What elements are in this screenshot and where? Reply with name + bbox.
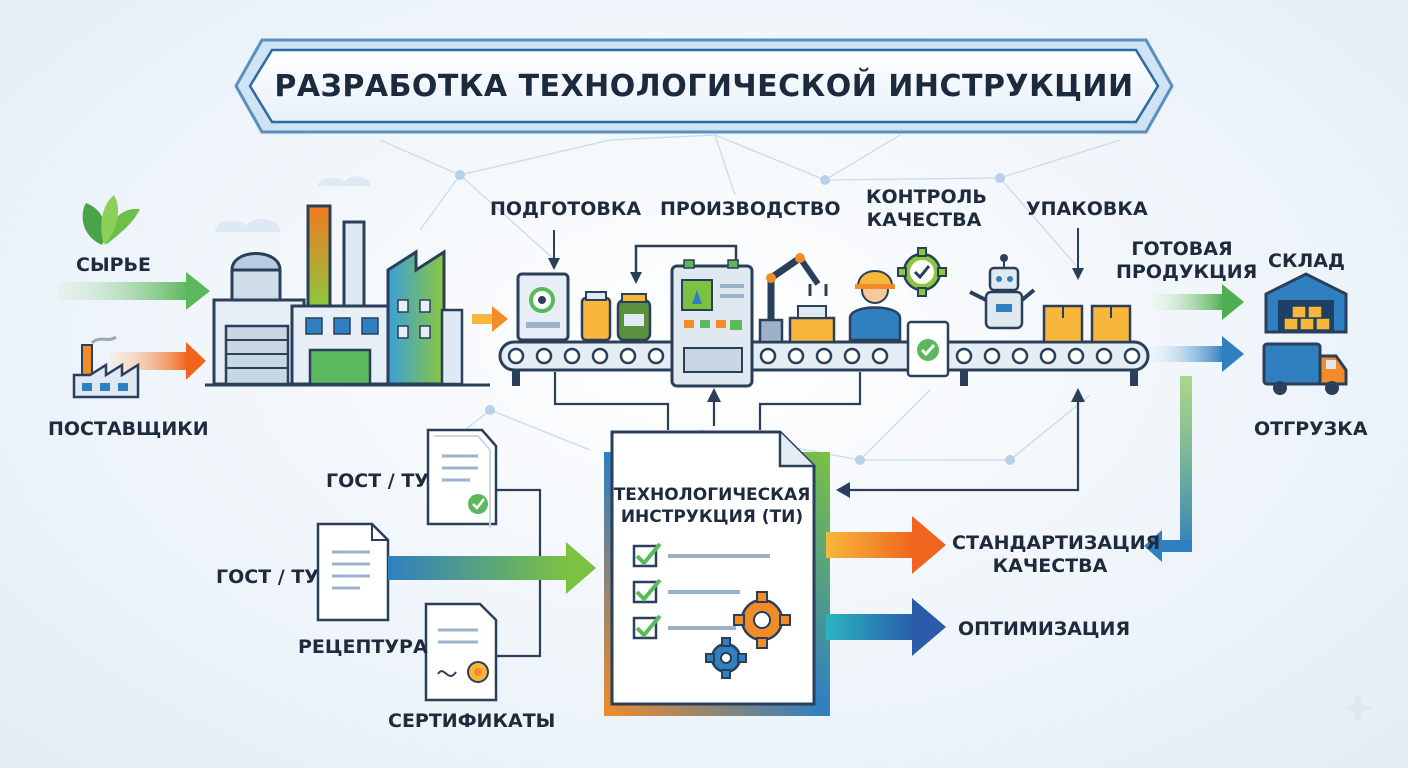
warehouse-icon — [1264, 272, 1348, 334]
certificates-label: СЕРТИФИКАТЫ — [388, 710, 556, 732]
documents-input-arrow — [388, 542, 596, 594]
supplier-factory-icon — [72, 335, 140, 399]
gost-document-1-icon — [426, 428, 498, 528]
factory-to-line-arrow — [472, 306, 508, 332]
supplier-arrow — [110, 342, 206, 380]
factory-icon — [205, 176, 490, 387]
prep-down-arrow — [548, 230, 560, 270]
stage-label-packaging: УПАКОВКА — [1026, 198, 1148, 220]
preparation-machine-icon — [516, 272, 570, 342]
quality-label-line2: КАЧЕСТВА — [866, 209, 982, 231]
raw-material-arrow — [58, 272, 210, 310]
standardization-label: СТАНДАРТИЗАЦИЯ КАЧЕСТВА — [952, 532, 1161, 578]
instruction-title: ТЕХНОЛОГИЧЕСКАЯ ИНСТРУКЦИЯ (ТИ) — [612, 484, 812, 528]
packaging-up-arrow-head — [1071, 388, 1085, 402]
shipping-label: ОТГРУЗКА — [1254, 418, 1368, 440]
instruction-checklist — [632, 542, 770, 640]
robot-arm-icon — [758, 253, 836, 344]
optimization-arrow — [826, 598, 946, 656]
doc-up-arrow-head — [707, 388, 721, 402]
gost-label-2: ГОСТ / ТУ — [216, 566, 319, 588]
title-banner-wrap: РАЗРАБОТКА ТЕХНОЛОГИЧЕСКОЙ ИНСТРУКЦИИ — [236, 40, 1172, 132]
stage-label-production: ПРОИЗВОДСТВО — [660, 198, 841, 220]
robot-icon — [969, 254, 1036, 330]
finished-label-line1: ГОТОВАЯ — [1131, 238, 1233, 260]
line-doc-connectors — [553, 372, 1080, 492]
packaging-boxes-icon — [1042, 228, 1132, 344]
stage-label-preparation: ПОДГОТОВКА — [490, 198, 642, 220]
page-title: РАЗРАБОТКА ТЕХНОЛОГИЧЕСКОЙ ИНСТРУКЦИИ — [274, 68, 1134, 104]
optimization-label: ОПТИМИЗАЦИЯ — [958, 618, 1131, 640]
standardization-label-line1: СТАНДАРТИЗАЦИЯ — [952, 532, 1161, 554]
instruction-title-line2: ИНСТРУКЦИЯ (ТИ) — [620, 507, 804, 527]
sparkle-icon — [1342, 692, 1374, 724]
raw-material-label: СЫРЬЕ — [76, 254, 152, 276]
title-banner — [234, 38, 1174, 134]
output-feedback-arrow — [1144, 376, 1192, 562]
truck-icon — [1262, 342, 1348, 395]
stage-label-quality-control: КОНТРОЛЬ КАЧЕСТВА — [866, 186, 987, 232]
recipe-label: РЕЦЕПТУРА — [298, 636, 428, 658]
standardization-arrow — [826, 516, 946, 574]
gost-document-2-icon — [316, 522, 390, 622]
certificate-document-icon — [424, 602, 498, 702]
background-network-nodes — [455, 170, 1015, 465]
quality-label-line1: КОНТРОЛЬ — [866, 186, 987, 208]
warehouse-label: СКЛАД — [1268, 250, 1345, 272]
technological-instruction-document — [604, 430, 830, 716]
standardization-label-line2: КАЧЕСТВА — [992, 555, 1108, 577]
gost-label-1: ГОСТ / ТУ — [326, 470, 429, 492]
quality-gear-icon — [897, 247, 947, 297]
finished-product-arrow — [1150, 284, 1244, 320]
docs-connector-lines — [496, 488, 542, 658]
shipping-arrow — [1150, 336, 1244, 372]
leaf-icon — [82, 195, 140, 245]
finished-label-line2: ПРОДУКЦИЯ — [1116, 261, 1258, 283]
doc-left-arrow-head — [836, 482, 850, 498]
instruction-title-line1: ТЕХНОЛОГИЧЕСКАЯ — [613, 485, 811, 505]
gear-icon — [705, 591, 791, 679]
suppliers-label: ПОСТАВЩИКИ — [48, 418, 209, 440]
finished-product-label: ГОТОВАЯ ПРОДУКЦИЯ — [1116, 238, 1258, 284]
worker-icon — [848, 270, 902, 342]
conveyor-belt — [498, 340, 1150, 386]
production-machine-icon — [630, 244, 754, 388]
jars-icon — [580, 291, 652, 342]
quality-check-icon — [906, 320, 950, 378]
